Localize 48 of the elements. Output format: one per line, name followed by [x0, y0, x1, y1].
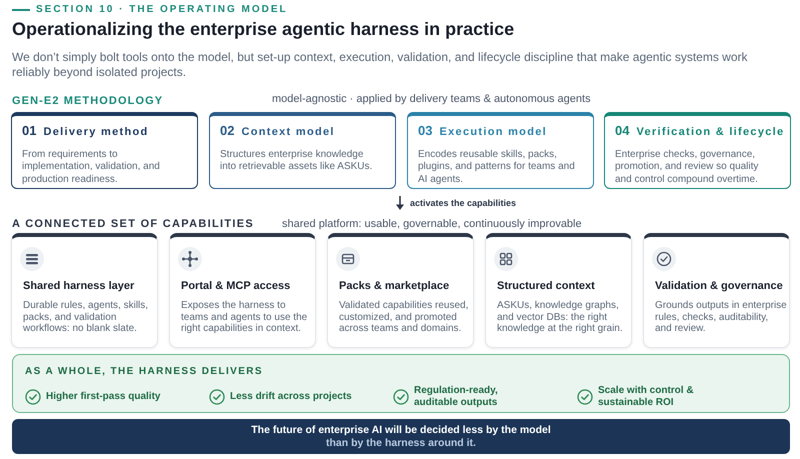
- method-card: [604, 112, 791, 189]
- conclusion-banner: [12, 419, 790, 454]
- step-number: 01: [22, 123, 36, 138]
- banner-subline: than by the harness around it.: [326, 437, 476, 449]
- capability-card: [643, 233, 790, 348]
- method-card: [407, 112, 594, 189]
- step-number: 02: [220, 123, 234, 138]
- card-description: Exposes the harness to teams and agents to use the right capabilities in context.: [181, 300, 308, 336]
- arrow-caption: activates the capabilities: [410, 198, 516, 208]
- section-heading: GEN-E2 METHODOLOGY: [12, 95, 164, 107]
- section-heading: A CONNECTED SET OF CAPABILITIES: [12, 218, 254, 230]
- card-title: Verification & lifecycle: [636, 126, 784, 138]
- benefit-text: Higher first-pass quality: [46, 390, 160, 402]
- card-description: Structures enterprise knowledge into retrievable assets like ASKUs.: [220, 149, 374, 174]
- card-description: Grounds outputs in enterprise rules, checks, auditability, and review.: [655, 300, 788, 336]
- section-note: model-agnostic · applied by delivery teams & autonomous agents: [272, 93, 591, 105]
- card-description: ASKUs, knowledge graphs, and vector DBs: the right knowledge at the right grain.: [497, 300, 624, 336]
- card-title: Validation & governance: [655, 280, 783, 292]
- capability-card: [327, 233, 474, 348]
- card-title: Shared harness layer: [23, 280, 134, 292]
- benefit-text: Scale with control & sustainable ROI: [598, 384, 695, 408]
- method-card: [11, 112, 198, 189]
- card-title: Portal & MCP access: [181, 280, 290, 292]
- card-description: Durable rules, agents, skills, packs, and validation workflows: no blank slate.: [23, 300, 150, 336]
- panel-heading: AS A WHOLE, THE HARNESS DELIVERS: [25, 366, 263, 377]
- method-card: [209, 112, 396, 189]
- capability-card: [485, 233, 632, 348]
- card-title: Execution model: [439, 126, 547, 138]
- capability-card: [169, 233, 316, 348]
- benefit-text: Regulation-ready, auditable outputs: [414, 384, 499, 408]
- card-description: Enterprise checks, governance, promotion, and review so quality and control compound overtime.: [615, 149, 760, 186]
- banner-headline: The future of enterprise AI will be decided less by the model: [251, 424, 551, 436]
- card-description: From requirements to implementation, validation, and production readiness.: [22, 149, 161, 186]
- benefit-text: Less drift across projects: [230, 390, 352, 402]
- card-description: Validated capabilities reused, customized, and promoted across teams and domains.: [339, 300, 470, 336]
- page-title: Operationalizing the enterprise agentic harness in practice: [12, 19, 514, 40]
- summary-panel: [12, 354, 790, 413]
- card-title: Delivery method: [43, 126, 149, 138]
- step-number: 04: [615, 123, 630, 138]
- card-title: Packs & marketplace: [339, 280, 450, 292]
- section-kicker: SECTION 10 · THE OPERATING MODEL: [36, 4, 288, 15]
- section-note: shared platform: usable, governable, continuously improvable: [282, 218, 582, 230]
- card-title: Context model: [241, 126, 335, 138]
- capability-card: [11, 233, 158, 348]
- card-title: Structured context: [497, 280, 595, 292]
- subtitle: We don’t simply bolt tools onto the model, but set-up context, execution, validation, and lifecycle discipline that make agentic systems work reliably beyond isolated projects.: [12, 50, 748, 80]
- step-number: 03: [418, 123, 432, 138]
- card-description: Encodes reusable skills, packs, plugins, and patterns for teams and AI agents.: [418, 149, 576, 186]
